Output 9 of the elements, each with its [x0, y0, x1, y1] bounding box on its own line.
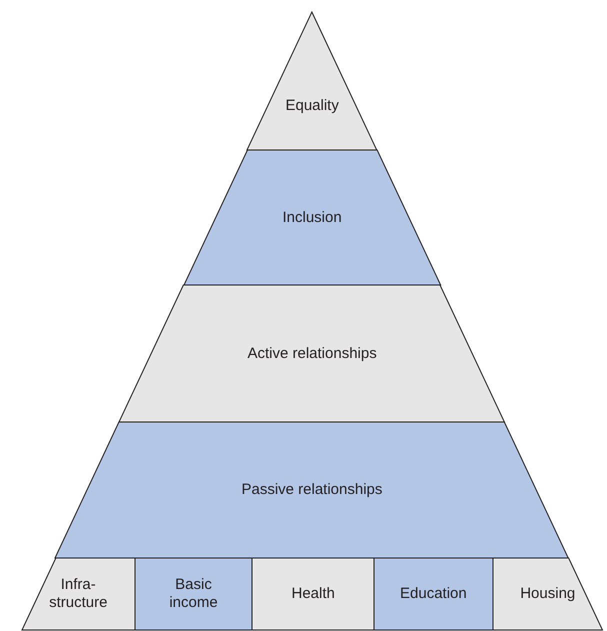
block-label: Infra-structure [48, 576, 108, 612]
block-label: Education [400, 585, 467, 603]
tier-label: Active relationships [247, 344, 377, 362]
tier-label: Equality [285, 96, 339, 115]
tier-label: Passive relationships [241, 481, 382, 499]
block-label: Health [292, 585, 335, 603]
block-label: Housing [520, 585, 576, 603]
block-label: Basic income [168, 576, 219, 612]
tier-label: Inclusion [282, 208, 342, 226]
